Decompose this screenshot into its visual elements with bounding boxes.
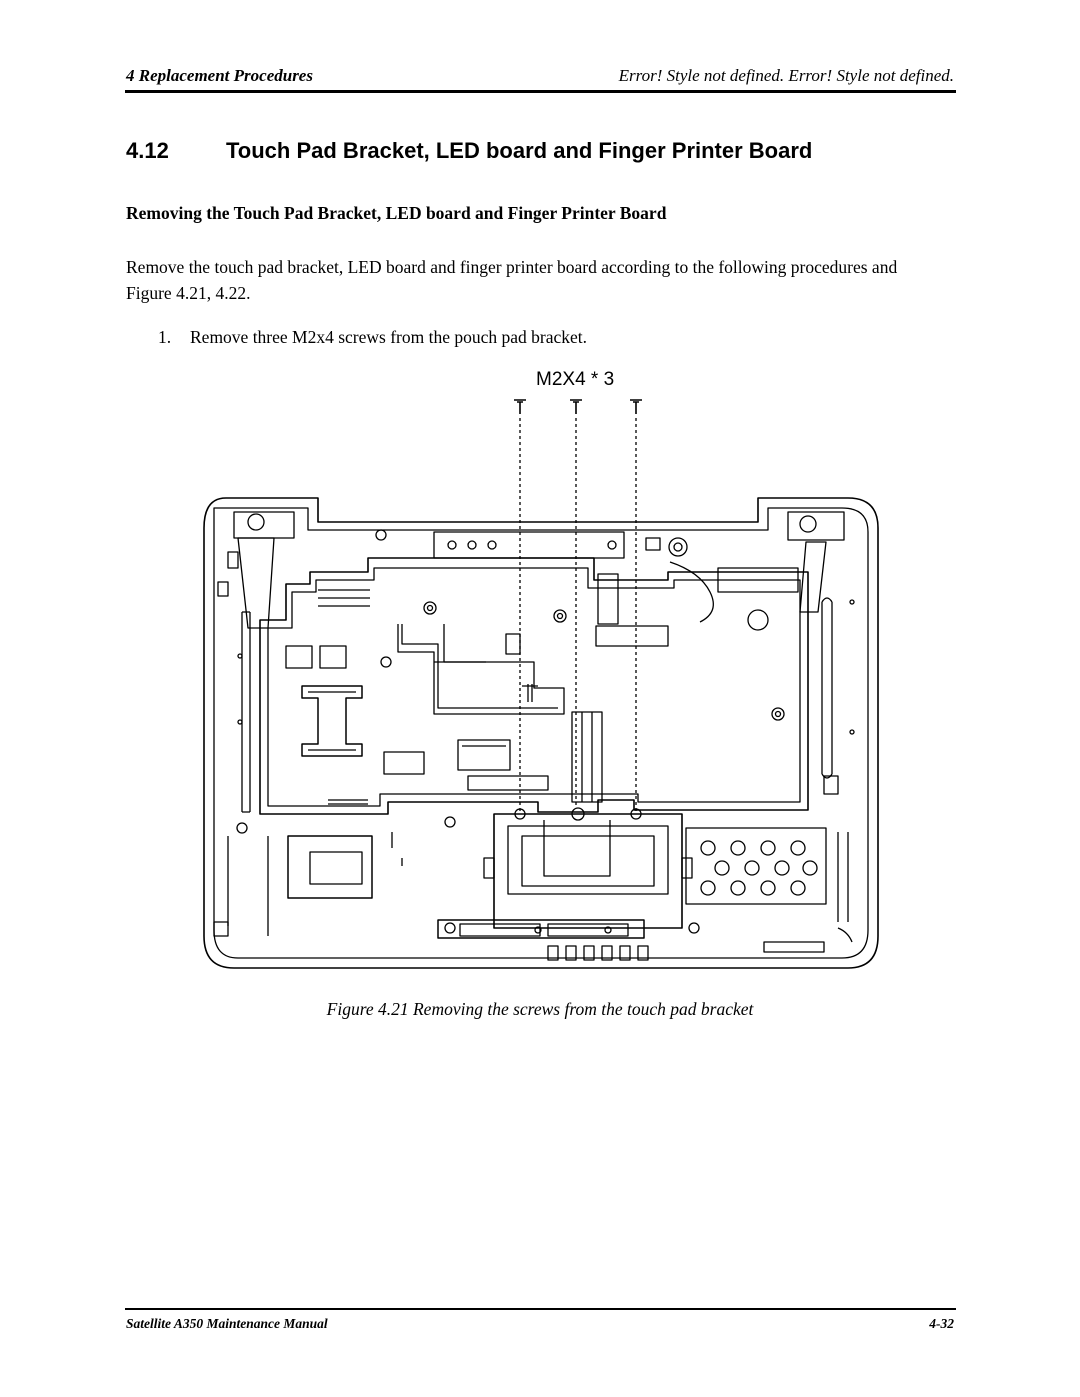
step-text: Remove three M2x4 screws from the pouch … <box>190 327 588 347</box>
section-title: 4.12 Touch Pad Bracket, LED board and Fin… <box>126 138 812 164</box>
running-header-style-error: Error! Style not defined. Error! Style n… <box>618 66 954 85</box>
touch-pad-bracket-diagram <box>203 399 879 969</box>
screw-guide-lines <box>519 418 637 814</box>
screw-icon <box>514 399 642 414</box>
bottom-left-panel <box>287 835 373 899</box>
header-rule <box>125 90 956 93</box>
figure-caption: Figure 4.21 Removing the screws from the… <box>326 999 754 1019</box>
section-title-text: Touch Pad Bracket, LED board and Finger … <box>226 138 813 163</box>
footer-page-number: 4-32 <box>929 1316 954 1331</box>
intro-paragraph: Remove the touch pad bracket, LED board … <box>126 257 898 303</box>
step-number: 1. <box>158 327 172 347</box>
vent-holes <box>700 840 818 896</box>
screw-callout-label: M2X4 * 3 <box>536 369 615 390</box>
chassis-outline <box>203 497 879 969</box>
touch-pad-module <box>483 807 693 929</box>
running-header-chapter: 4 Replacement Procedures <box>126 66 313 85</box>
i-shaped-bracket <box>301 685 363 757</box>
footer-rule <box>125 1308 956 1310</box>
procedure-subheading: Removing the Touch Pad Bracket, LED boar… <box>126 203 667 223</box>
touch-pad-buttons <box>437 919 649 961</box>
top-strip-screws <box>447 540 617 550</box>
footer-manual-title: Satellite A350 Maintenance Manual <box>126 1316 328 1331</box>
section-number: 4.12 <box>126 138 169 163</box>
main-bracket-frame <box>259 557 809 815</box>
step-item: 1. Remove three M2x4 screws from the pouc… <box>158 327 587 348</box>
